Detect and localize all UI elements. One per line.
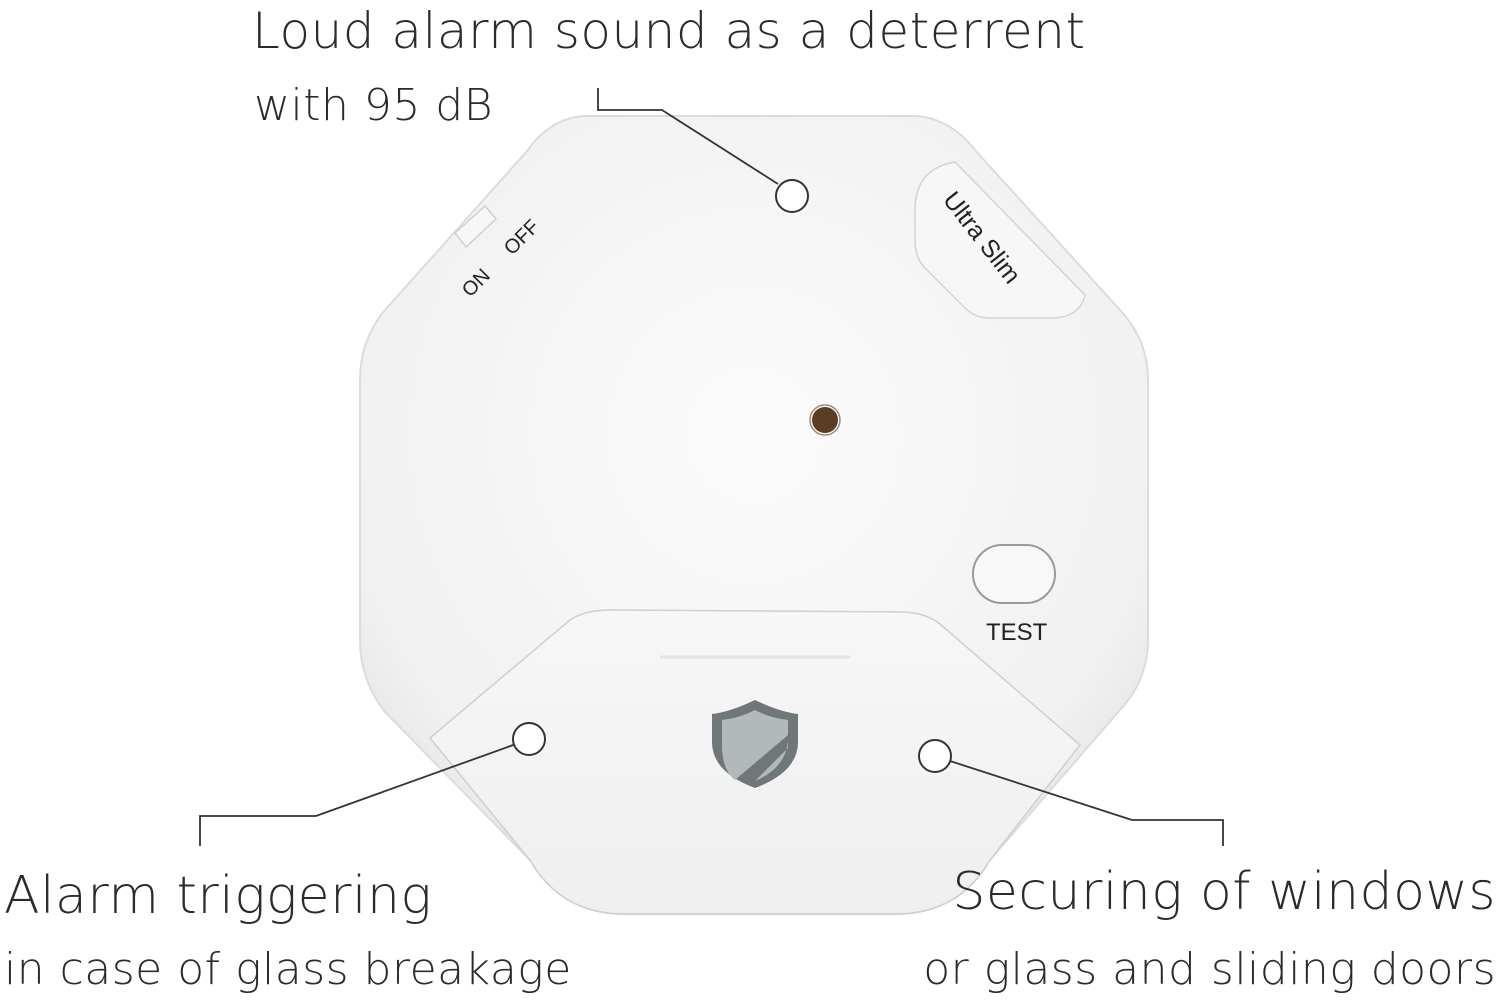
marker-top: [775, 179, 809, 213]
callout-bottom-right-subtitle: or glass and sliding doors: [923, 944, 1496, 995]
callout-bottom-left-leader: [199, 722, 546, 846]
callout-bottom-left-title: Alarm triggering: [4, 866, 433, 926]
shield-icon: [712, 700, 798, 788]
callout-bottom-left-subtitle: in case of glass breakage: [4, 944, 572, 995]
callout-top-leader: [597, 88, 809, 213]
callout-bottom-right-title: Securing of windows: [952, 862, 1496, 922]
test-button-label: TEST: [986, 619, 1048, 646]
sensor-hole: [812, 407, 838, 433]
marker-bottom-right: [918, 739, 952, 773]
ultra-slim-badge: [914, 161, 1086, 319]
callout-bottom-right-leader: [918, 739, 1224, 846]
callout-top-subtitle: with 95 dB: [254, 80, 494, 131]
test-button[interactable]: [972, 544, 1056, 604]
callout-top-title: Loud alarm sound as a deterrent: [252, 2, 1086, 60]
power-switch[interactable]: [453, 204, 498, 249]
marker-bottom-left: [512, 722, 546, 756]
